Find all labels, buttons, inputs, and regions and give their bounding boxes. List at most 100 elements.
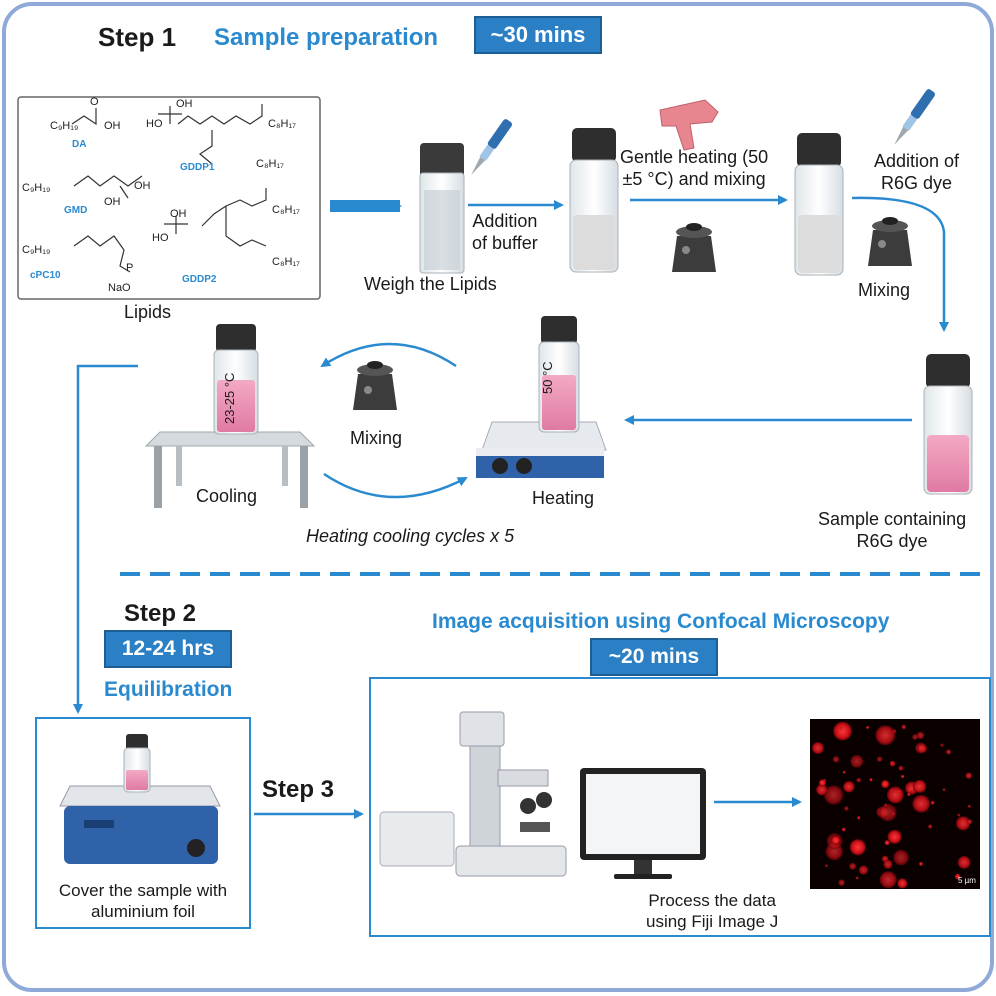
droplet [942,788,946,792]
droplet [954,873,961,880]
droplet [842,770,846,774]
droplet [876,756,883,763]
lipids-caption: Lipids [124,302,172,322]
sample-containing-label: Sample containing R6G dye [818,509,967,551]
weigh-vial [419,143,465,274]
droplet [886,786,904,804]
droplet [849,862,857,870]
lipid-name-gddp2: GDDP2 [182,274,217,285]
cooling-label: Cooling [196,486,258,506]
droplet [843,781,855,793]
droplet [879,803,897,822]
droplet [916,731,925,740]
chem-c8h17-4: C₈H₁₇ [272,256,300,268]
droplet [850,754,864,768]
lipids-box [17,96,321,300]
droplet [831,835,841,845]
droplet [824,864,829,868]
droplet [912,794,931,813]
droplet [967,804,971,808]
step3-time-badge: ~20 mins [590,638,718,676]
step1-time-badge: ~30 mins [474,16,602,54]
chem-c8h17-2: C₈H₁₇ [256,158,284,170]
chem-c9h19-3: C₉H₁₉ [22,244,51,256]
droplet [901,724,907,730]
cooling-table [144,431,316,508]
droplet [915,742,927,754]
process-label: Process the data using Fiji Image J [646,891,779,931]
droplet [811,742,824,755]
droplet [832,755,840,763]
mixing-label-mid: Mixing [350,428,403,448]
chem-c8h17-3: C₈H₁₇ [272,204,300,216]
droplet [930,800,935,805]
scale-bar-label: 5 µm [958,876,976,885]
vial-heating-temp: 50 °C [540,361,555,394]
droplet [928,824,933,829]
step1-title: Sample preparation [214,24,439,51]
droplet [957,813,961,817]
step2-time-badge: 12-24 hrs [104,630,232,668]
vortex-mixer-2 [868,217,912,266]
lipid-name-gddp1: GDDP1 [180,162,215,173]
pipette-2 [894,89,936,145]
arrow-to-r6g-vial [851,196,949,332]
chem-oh-4: OH [176,98,193,110]
droplet [887,829,902,844]
droplet [858,865,869,875]
arrow-cooling-to-heating [323,472,468,499]
droplet [965,772,972,779]
step3-label: Step 3 [262,776,335,803]
droplet [818,779,826,787]
step2-caption: Cover the sample with aluminium foil [58,881,228,921]
chem-oh-1: OH [104,120,121,132]
chem-oh-5: OH [170,208,187,220]
droplet [889,760,896,767]
step3-title: Image acquisition using Confocal Microsc… [432,610,890,633]
droplet [955,816,971,831]
chem-nao: NaO [108,282,131,294]
droplet [869,778,873,782]
vial-heating [538,316,580,433]
pipette-1 [471,119,513,175]
droplet [875,725,896,746]
droplet [957,855,971,869]
chem-structures [71,104,267,273]
droplet [900,774,905,779]
heat-gun [659,99,719,151]
droplet [833,721,852,741]
droplet [967,819,973,825]
droplet [883,859,893,869]
droplet [898,765,904,771]
chem-oh-2: OH [134,180,151,192]
chem-o-1: O [90,96,99,108]
chem-c9h19-1: C₉H₁₉ [50,120,79,132]
droplet [866,725,870,729]
chem-c8h17-1: C₈H₁₇ [268,118,296,130]
droplet [881,779,890,789]
lipid-name-gmd: GMD [64,205,88,216]
heating-label: Heating [532,488,595,508]
vortex-mixer-1 [672,223,716,272]
droplet [857,816,861,820]
droplet [918,861,923,866]
vial-buffer [569,128,619,273]
step2-label: Step 2 [124,600,197,627]
droplet [897,878,908,889]
weigh-label: Weigh the Lipids [364,274,497,294]
mixing-label-right: Mixing [858,280,911,300]
monitor [580,768,706,879]
addition-dye-label: Addition of R6G dye [874,151,960,193]
addition-buffer-label: Addition of buffer [472,211,538,253]
droplet [838,879,845,886]
droplet [841,827,846,832]
step1-label: Step 1 [98,22,177,52]
droplet [884,840,890,846]
droplet [844,806,849,811]
vial-mixed [794,133,844,276]
droplet [913,779,927,793]
equilibration-plate [59,785,221,864]
cycles-label: Heating cooling cycles x 5 [306,526,515,546]
